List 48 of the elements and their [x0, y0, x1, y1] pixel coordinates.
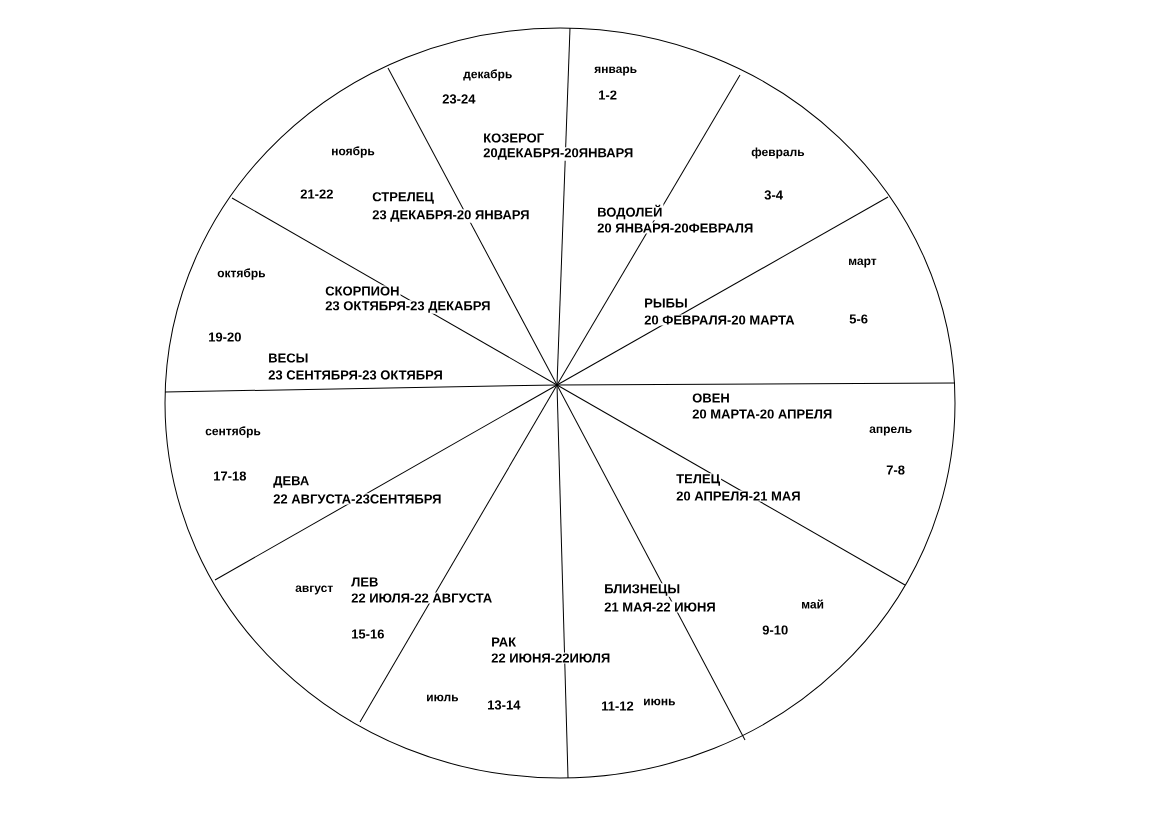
month-label: октябрь: [216, 267, 267, 281]
date-range-label: 23 ДЕКАБРЯ-20 ЯНВАРЯ: [371, 209, 531, 223]
day-range-label: 17-18: [212, 470, 248, 482]
day-range-label: 13-14: [486, 699, 522, 711]
date-range-label: 22 ИЮЛЯ-22 АВГУСТА: [350, 592, 494, 604]
sign-name: СКОРПИОН: [324, 285, 401, 297]
day-range-label: 21-22: [299, 188, 335, 200]
month-label: февраль: [750, 146, 806, 160]
sign-name: ОВЕН: [691, 392, 731, 404]
sign-name: ЛЕВ: [350, 576, 380, 588]
month-label: июль: [425, 693, 460, 703]
day-range-label: 11-12: [600, 700, 635, 712]
sign-name: ВОДОЛЕЙ: [596, 203, 664, 221]
date-range-label: 22 ИЮНЯ-22ИЮЛЯ: [490, 652, 612, 664]
sign-name: КОЗЕРОГ: [482, 132, 546, 144]
sign-name: РЫБЫ: [643, 297, 689, 309]
day-range-label: 7-8: [885, 464, 906, 476]
date-range-label: 23 СЕНТЯБРЯ-23 ОКТЯБРЯ: [267, 369, 444, 381]
sign-name: РАК: [490, 636, 518, 648]
day-range-label: 9-10: [761, 624, 790, 636]
month-label: март: [847, 257, 878, 269]
date-range-label: 22 АВГУСТА-23СЕНТЯБРЯ: [272, 493, 443, 505]
date-range-label: 20 ФЕВРАЛЯ-20 МАРТА: [643, 314, 796, 326]
day-range-label: 3-4: [763, 189, 784, 201]
month-label: ноябрь: [330, 145, 376, 159]
sign-name: ДЕВА: [272, 475, 311, 489]
date-range-label: 20 АПРЕЛЯ-21 МАЯ: [675, 490, 802, 502]
month-label: май: [800, 598, 825, 610]
day-range-label: 19-20: [207, 331, 243, 343]
sign-name: БЛИЗНЕЦЫ: [603, 583, 682, 597]
month-label: август: [294, 584, 335, 596]
date-range-label: 20 ЯНВАРЯ-20ФЕВРАЛЯ: [596, 222, 755, 234]
month-label: июнь: [642, 697, 677, 707]
sign-name: ВЕСЫ: [267, 352, 310, 364]
day-range-label: 15-16: [350, 628, 386, 640]
date-range-label: 23 ОКТЯБРЯ-23 ДЕКАБРЯ: [324, 300, 492, 314]
day-range-label: 23-24: [441, 93, 477, 105]
month-label: декабрь: [462, 68, 514, 82]
month-label: январь: [593, 65, 639, 77]
date-range-label: 20ДЕКАБРЯ-20ЯНВАРЯ: [482, 147, 635, 161]
date-range-label: 20 МАРТА-20 АПРЕЛЯ: [691, 408, 834, 420]
date-range-label: 21 МАЯ-22 ИЮНЯ: [603, 601, 717, 613]
sign-name: ТЕЛЕЦ: [675, 473, 722, 487]
sign-name: СТРЕЛЕЦ: [371, 191, 435, 205]
day-range-label: 1-2: [597, 89, 618, 101]
month-label: апрель: [868, 425, 914, 437]
day-range-label: 5-6: [848, 313, 869, 325]
month-label: сентябрь: [204, 425, 262, 439]
